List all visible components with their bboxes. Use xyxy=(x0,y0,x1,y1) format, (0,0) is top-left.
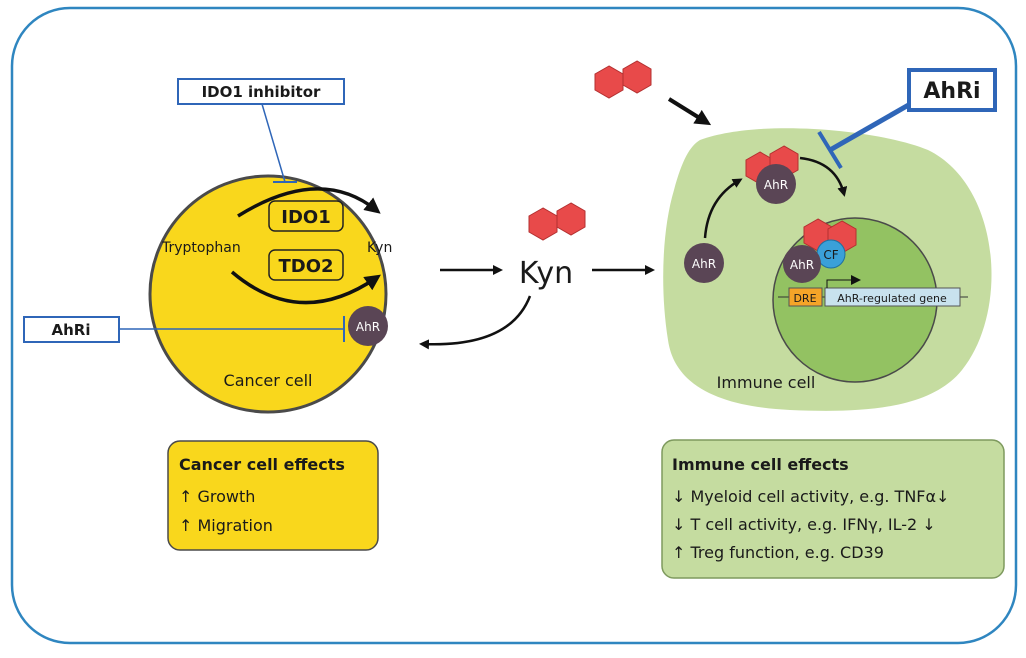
cofactor-label: CF xyxy=(823,248,838,262)
cancer-effects-box xyxy=(167,440,379,551)
tdo2-label: TDO2 xyxy=(278,256,333,277)
cancer-ahr-label: AhR xyxy=(356,320,380,334)
ahri-immune-label: AhRi xyxy=(923,79,980,104)
ido1-box xyxy=(268,200,344,232)
arrow-into-nucleus xyxy=(799,156,848,197)
cancer-effect-item: ↑ Migration xyxy=(179,516,273,535)
kyn-center-label: Kyn xyxy=(519,256,573,291)
immune-effects-title: Immune cell effects xyxy=(672,455,849,474)
immune-effect-item: ↓ T cell activity, e.g. IFNγ, IL-2 ↓ xyxy=(672,515,936,534)
nuclear-ahr xyxy=(783,245,821,283)
immune-ahr-bound-label: AhR xyxy=(764,178,788,192)
ligand-molecule-top xyxy=(594,60,652,99)
kyn-molecule-center xyxy=(528,202,586,241)
immune-ahr-free xyxy=(684,243,724,283)
ahri-immune-line xyxy=(828,100,914,153)
immune-ahr-bound xyxy=(756,164,796,204)
cancer-cell-label: Cancer cell xyxy=(224,371,313,390)
immune-effect-item: ↓ Myeloid cell activity, e.g. TNFα↓ xyxy=(672,487,949,506)
ido1-inhibitor-label: IDO1 inhibitor xyxy=(202,83,321,101)
arrow-kyn-to-cancer-ahr xyxy=(419,295,532,350)
ahri-immune-bar xyxy=(817,130,843,170)
ahri-immune-box xyxy=(907,68,997,112)
arrow-ligand-to-immune xyxy=(667,97,712,126)
transcription-start-arrow xyxy=(826,275,861,288)
dre-label: DRE xyxy=(793,292,816,305)
ahri-cancer-box xyxy=(23,316,120,343)
cancer-ahr-circle xyxy=(348,306,388,346)
kyn-small-label: Kyn xyxy=(367,240,392,256)
ido1-inhibitor-line xyxy=(261,103,286,183)
immune-cell-label: Immune cell xyxy=(717,373,816,392)
dre-box xyxy=(788,287,823,307)
ido1-label: IDO1 xyxy=(281,207,330,228)
upper-cycle-arrow xyxy=(237,187,381,218)
nuclear-ahr-label: AhR xyxy=(790,258,814,272)
immune-effect-item: ↑ Treg function, e.g. CD39 xyxy=(672,543,884,562)
arrow-ahr-binding xyxy=(703,178,743,239)
gene-label: AhR-regulated gene xyxy=(837,292,947,305)
lower-cycle-arrow xyxy=(230,270,381,305)
tdo2-box xyxy=(268,249,344,281)
cancer-effect-item: ↑ Growth xyxy=(179,487,255,506)
immune-ahr-free-label: AhR xyxy=(692,257,716,271)
immune-effects-box xyxy=(661,439,1005,579)
ahri-cancer-label: AhRi xyxy=(52,321,91,339)
tryptophan-label: Tryptophan xyxy=(161,240,241,256)
gene-box xyxy=(824,287,961,307)
cancer-effects-title: Cancer cell effects xyxy=(179,455,345,474)
ido1-inhibitor-box xyxy=(177,78,345,105)
